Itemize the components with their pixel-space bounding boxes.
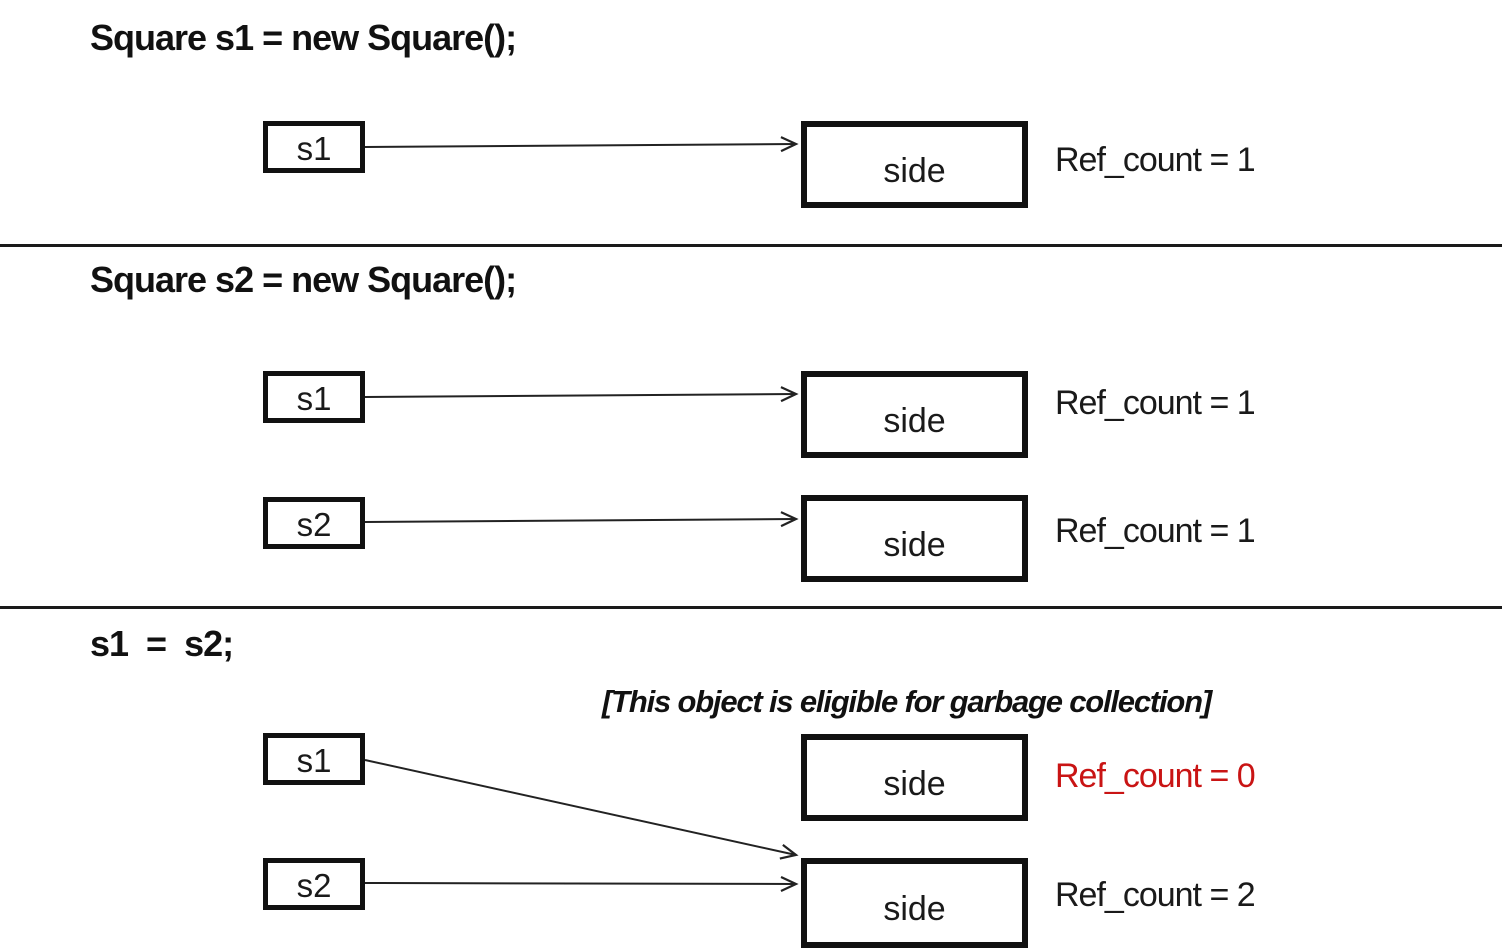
arrow-s1-diagonal-to-shared-side <box>364 759 799 860</box>
var-box-s2-section3: s2 <box>263 858 365 910</box>
ref-count-label-section3-zero: Ref_count = 0 <box>1055 757 1256 795</box>
object-label-side: side <box>883 764 946 803</box>
code-statement-1: Square s1 = new Square(); <box>90 17 517 58</box>
arrow-s1-to-side-2 <box>364 386 799 403</box>
var-label-s1: s1 <box>296 741 332 779</box>
var-label-s1: s1 <box>296 129 332 167</box>
object-box-section2-row1: side <box>801 371 1028 458</box>
var-label-s2: s2 <box>296 866 332 904</box>
section-divider-1 <box>0 244 1502 247</box>
var-box-s1-section3: s1 <box>263 733 365 785</box>
code-statement-2: Square s2 = new Square(); <box>90 259 517 300</box>
object-box-section2-row2: side <box>801 495 1028 582</box>
object-label-side: side <box>883 401 946 440</box>
code-statement-3: s1 = s2; <box>90 623 234 664</box>
arrow-s1-to-side-1 <box>364 136 799 153</box>
object-label-side: side <box>883 525 946 564</box>
ref-count-label-section3-two: Ref_count = 2 <box>1055 876 1256 914</box>
garbage-collection-note: [This object is eligible for garbage col… <box>602 684 1212 719</box>
object-box-section3-orphaned: side <box>801 734 1028 821</box>
var-box-s1-section2: s1 <box>263 371 365 423</box>
ref-count-label-section1: Ref_count = 1 <box>1055 141 1256 179</box>
var-label-s2: s2 <box>296 505 332 543</box>
var-box-s2-section2: s2 <box>263 497 365 549</box>
arrow-s2-to-shared-side <box>364 875 799 892</box>
arrow-s2-to-side-2 <box>364 511 799 528</box>
ref-count-label-section2-row1: Ref_count = 1 <box>1055 384 1256 422</box>
object-box-section3-shared: side <box>801 858 1028 948</box>
object-label-side: side <box>883 890 946 928</box>
var-label-s1: s1 <box>296 379 332 417</box>
section-divider-2 <box>0 606 1502 609</box>
object-label-side: side <box>883 151 946 190</box>
var-box-s1-section1: s1 <box>263 121 365 173</box>
ref-count-label-section2-row2: Ref_count = 1 <box>1055 512 1256 550</box>
object-box-section1: side <box>801 121 1028 208</box>
